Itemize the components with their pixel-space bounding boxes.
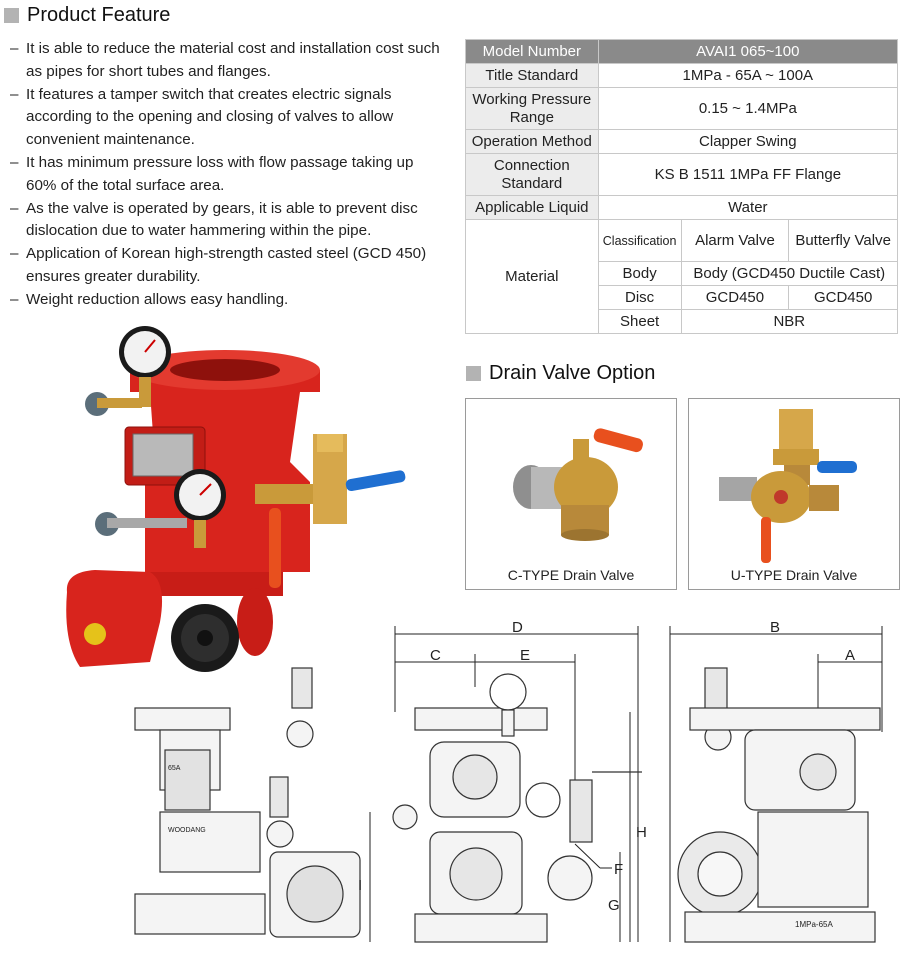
feature-item: –It features a tamper switch that create…: [10, 85, 394, 149]
dimension-label: G: [608, 897, 620, 914]
feature-item: –As the valve is operated by gears, it i…: [10, 199, 418, 240]
product-feature-heading: Product Feature: [4, 4, 170, 27]
feature-item: –It has minimum pressure loss with flow …: [10, 153, 414, 194]
heading-square-icon: [4, 8, 19, 23]
heading-square-icon: [466, 366, 481, 381]
alarm-valve-photo: [66, 326, 406, 672]
operation-method-label: Operation Method: [465, 129, 599, 154]
sheet-label: Sheet: [597, 309, 682, 334]
body-value: Body (GCD450 Ductile Cast): [680, 261, 899, 286]
dimension-label: I: [358, 877, 362, 894]
dimension-label: F: [614, 861, 623, 878]
sheet-value: NBR: [680, 309, 899, 334]
dimension-label: B: [770, 619, 780, 636]
dimension-label: C: [430, 647, 441, 664]
c-type-caption: C-TYPE Drain Valve: [507, 567, 635, 583]
dimension-label: H: [636, 824, 647, 841]
feature-item: –It is able to reduce the material cost …: [10, 40, 440, 80]
spec-row-sheet: Sheet NBR: [466, 309, 899, 334]
connection-standard-label: Connection Standard: [465, 153, 599, 196]
drain-valve-heading: Drain Valve Option: [466, 362, 655, 385]
spec-table: Model Number AVAI1 065~100 Title Standar…: [465, 39, 899, 334]
drain-valve-title: Drain Valve Option: [489, 362, 656, 384]
spec-row-classification: Material Classification Alarm Valve Butt…: [465, 219, 898, 334]
disc-alarm-value: GCD450: [680, 285, 790, 310]
applicable-liquid-value: Water: [597, 195, 899, 220]
disc-label: Disc: [597, 285, 682, 310]
disc-butterfly-value: GCD450: [788, 285, 898, 310]
c-type-drain-valve-card: C-TYPE Drain Valve: [465, 398, 677, 590]
alarm-valve-header: Alarm Valve: [680, 219, 790, 262]
drawing-rating-mark: 1MPa-65A: [795, 920, 833, 929]
material-label: Material: [465, 219, 599, 334]
dimension-label: D: [512, 619, 523, 636]
technical-drawing: 65A WOODANG 1MPa-65A D C E B A H I G F: [134, 619, 883, 943]
working-pressure-value: 0.15 ~ 1.4MPa: [597, 87, 899, 130]
model-number-label: Model Number: [465, 39, 599, 64]
applicable-liquid-label: Applicable Liquid: [465, 195, 599, 220]
u-type-drain-valve-photo: [719, 409, 857, 563]
u-type-caption: U-TYPE Drain Valve: [730, 567, 858, 583]
model-number-value: AVAI1 065~100: [597, 39, 899, 64]
spec-row-connection: Connection Standard KS B 1511 1MPa FF Fl…: [465, 153, 899, 196]
operation-method-value: Clapper Swing: [597, 129, 899, 154]
feature-list: –It is able to reduce the material cost …: [8, 38, 440, 312]
title-standard-label: Title Standard: [465, 63, 599, 88]
spec-row-operation: Operation Method Clapper Swing: [465, 129, 899, 154]
feature-item: –Weight reduction allows easy handling.: [10, 290, 289, 308]
spec-row-liquid: Applicable Liquid Water: [465, 195, 899, 220]
product-feature-title: Product Feature: [27, 4, 171, 26]
spec-row-disc: Disc GCD450 GCD450: [466, 285, 898, 310]
c-type-drain-valve-photo: [513, 428, 643, 541]
drawing-brand-mark: WOODANG: [168, 827, 206, 834]
working-pressure-label: Working Pressure Range: [465, 87, 599, 130]
title-standard-value: 1MPa - 65A ~ 100A: [597, 63, 899, 88]
dimension-label: E: [520, 647, 530, 664]
spec-row-working-pressure: Working Pressure Range 0.15 ~ 1.4MPa: [465, 87, 899, 130]
spec-row-title-standard: Title Standard 1MPa - 65A ~ 100A: [465, 63, 899, 88]
classification-label: Classification: [597, 219, 682, 262]
dimension-label: A: [845, 647, 855, 664]
feature-item: –Application of Korean high-strength cas…: [10, 245, 427, 285]
body-label: Body: [597, 261, 682, 286]
drawing-size-mark: 65A: [168, 765, 181, 772]
spec-row-body: Body Body (GCD450 Ductile Cast): [466, 261, 899, 286]
u-type-drain-valve-card: U-TYPE Drain Valve: [688, 398, 900, 590]
spec-row-model: Model Number AVAI1 065~100: [465, 39, 899, 64]
connection-standard-value: KS B 1511 1MPa FF Flange: [597, 153, 899, 196]
butterfly-valve-header: Butterfly Valve: [788, 219, 898, 262]
